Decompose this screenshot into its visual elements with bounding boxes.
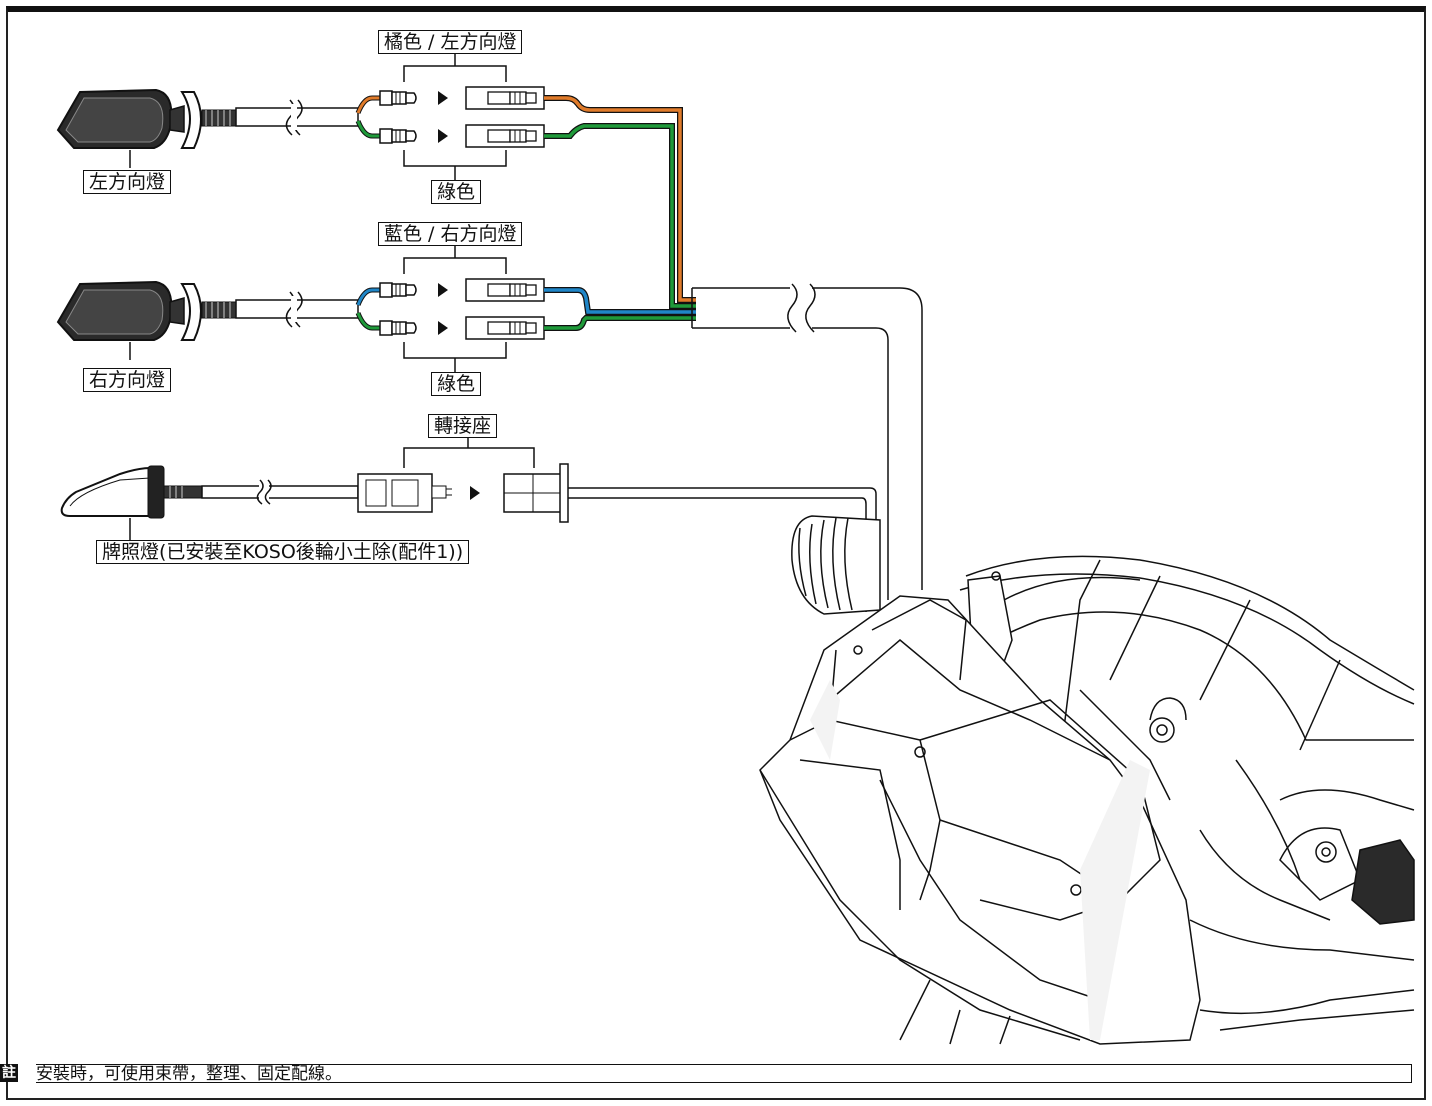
- female-connector-orange: [465, 86, 545, 110]
- label-green-2: 綠色: [431, 372, 482, 396]
- harness-wires: [544, 95, 696, 331]
- plate-light: [60, 465, 359, 519]
- main-harness-sheath: [691, 283, 923, 600]
- male-connector-blue: [379, 282, 417, 298]
- female-connector-green: [465, 316, 545, 340]
- bracket: [403, 52, 507, 82]
- label-orange-left-turn: 橘色 / 左方向燈: [378, 30, 523, 54]
- bracket: [403, 246, 507, 274]
- label-green-1: 綠色: [431, 180, 482, 204]
- label-right-turn-light: 右方向燈: [83, 368, 172, 392]
- bracket: [403, 436, 535, 468]
- right-cable: [235, 287, 380, 331]
- female-connector-green: [465, 124, 545, 148]
- female-connector-blue: [465, 278, 545, 302]
- label-left-turn-light: 左方向燈: [83, 170, 172, 194]
- note-bar: 註 安裝時，可使用束帶，整理、固定配線。: [0, 1064, 1412, 1083]
- left-cable: [235, 95, 380, 139]
- note-badge: 註: [0, 1064, 18, 1082]
- male-connector-green: [379, 320, 417, 336]
- arrow-icon: [438, 283, 448, 297]
- plate-male-connector: [357, 473, 452, 513]
- arrow-icon: [438, 321, 448, 335]
- scooter-rear-illustration: [759, 515, 1415, 1045]
- arrow-icon: [438, 91, 448, 105]
- label-blue-right-turn: 藍色 / 右方向燈: [378, 222, 523, 246]
- bracket: [403, 342, 507, 372]
- arrow-icon: [470, 486, 480, 500]
- plate-female-connector: [503, 463, 877, 612]
- right-turn-light: [57, 281, 237, 341]
- left-turn-light: [57, 89, 237, 149]
- note-text: 安裝時，可使用束帶，整理、固定配線。: [36, 1064, 342, 1084]
- bracket: [403, 150, 507, 180]
- arrow-icon: [438, 129, 448, 143]
- male-connector-orange: [379, 90, 417, 106]
- label-plate-light: 牌照燈(已安裝至KOSO後輪小土除(配件1)): [96, 540, 470, 564]
- diagram-frame: [6, 6, 1426, 1100]
- male-connector-green: [379, 128, 417, 144]
- label-adapter: 轉接座: [428, 414, 498, 438]
